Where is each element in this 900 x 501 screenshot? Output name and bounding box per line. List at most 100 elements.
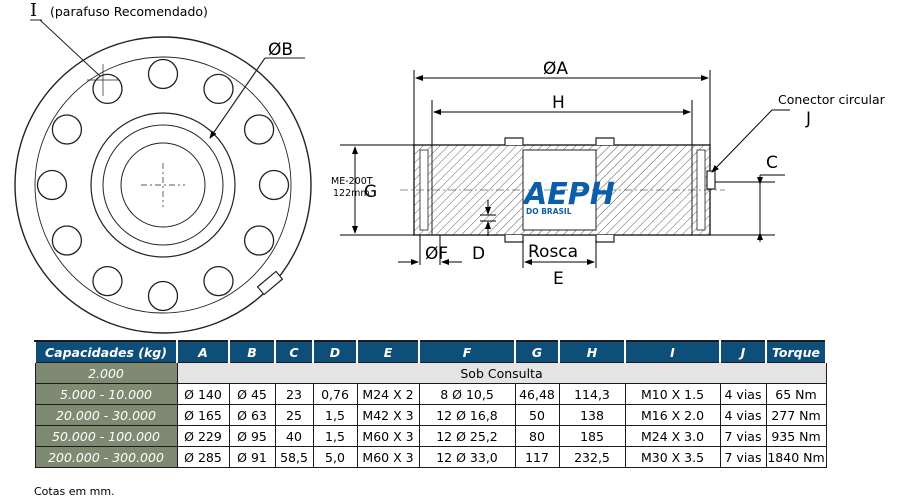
table-cell: 232,5 [558, 446, 626, 468]
bolt-hole [36, 169, 68, 201]
bolt-hole [243, 114, 275, 145]
bolt-hole [51, 225, 83, 256]
table-cell: 12 Ø 16,8 [418, 404, 516, 426]
table-row: 2.000 Sob Consulta [34, 362, 827, 384]
bolt-hole [92, 265, 123, 297]
label-j: J [805, 109, 811, 129]
spec-table: Capacidades (kg) A B C D E F G H I J Tor… [34, 340, 827, 468]
technical-drawing: I (parafuso Recomendado) ØB AEPH DO BRAS… [14, 0, 886, 334]
leader-i [39, 19, 101, 77]
table-cell: M24 X 3.0 [624, 425, 721, 447]
aeph-logo: AEPH DO BRASIL [522, 177, 615, 216]
label-d: D [472, 244, 485, 264]
capacity-cell: 50.000 - 100.000 [34, 425, 178, 447]
svg-text:DO BRASIL: DO BRASIL [526, 207, 572, 216]
bolt-hole [147, 280, 179, 312]
capacity-cell: 5.000 - 10.000 [34, 383, 178, 405]
table-cell: 0,76 [312, 383, 358, 405]
table-cell: 1,5 [312, 404, 358, 426]
flange-inner-rim [34, 56, 292, 314]
capacity-cell: 20.000 - 30.000 [34, 404, 178, 426]
table-cell: 65 Nm [765, 383, 827, 405]
header-cell: Torque [765, 340, 827, 363]
connector-stub [256, 270, 284, 296]
header-cell: E [356, 340, 420, 363]
hub-outer-circle [90, 112, 236, 258]
capacity-cell: 200.000 - 300.000 [34, 446, 178, 468]
label-model: ME-200T [331, 176, 373, 187]
table-cell: 1,5 [312, 425, 358, 447]
consult-cell: Sob Consulta [176, 362, 827, 384]
table-cell: 7 vias [719, 446, 767, 468]
capacity-cell: 2.000 [34, 362, 178, 384]
table-row: 200.000 - 300.000 Ø 285 Ø 91 58,5 5,0 M6… [34, 446, 827, 468]
table-cell: Ø 63 [228, 404, 276, 426]
table-row: 20.000 - 30.000 Ø 165 Ø 63 25 1,5 M42 X … [34, 404, 827, 426]
header-cell: G [514, 340, 560, 363]
bolt-hole [92, 73, 123, 105]
leader-b [209, 57, 266, 139]
table-cell: 114,3 [558, 383, 626, 405]
table-cell: 5,0 [312, 446, 358, 468]
header-cell: I [624, 340, 721, 363]
header-cell: B [228, 340, 276, 363]
table-cell: Ø 165 [176, 404, 230, 426]
hub-bore-circle [120, 142, 206, 228]
table-cell: M16 X 2.0 [624, 404, 721, 426]
label-rosca: Rosca [528, 242, 578, 262]
bolt-hole [51, 114, 83, 145]
table-cell: 117 [514, 446, 560, 468]
table-cell: M30 X 3.5 [624, 446, 721, 468]
table-cell: 80 [514, 425, 560, 447]
table-cell: 46,48 [514, 383, 560, 405]
table-cell: M10 X 1.5 [624, 383, 721, 405]
header-cell: J [719, 340, 767, 363]
bolt-hole [258, 169, 290, 201]
label-i-note: (parafuso Recomendado) [50, 4, 208, 19]
label-h: H [552, 93, 565, 113]
table-cell: 23 [274, 383, 314, 405]
label-conector: Conector circular [778, 92, 886, 107]
label-f: ØF [425, 244, 448, 264]
table-cell: 12 Ø 25,2 [418, 425, 516, 447]
table-cell: Ø 95 [228, 425, 276, 447]
table-cell: 8 Ø 10,5 [418, 383, 516, 405]
table-cell: 12 Ø 33,0 [418, 446, 516, 468]
table-cell: 1840 Nm [765, 446, 827, 468]
table-cell: 25 [274, 404, 314, 426]
table-cell: 50 [514, 404, 560, 426]
header-cell: Capacidades (kg) [34, 340, 178, 363]
header-cell: D [312, 340, 358, 363]
units-note: Cotas em mm. [34, 485, 115, 498]
table-cell: 138 [558, 404, 626, 426]
hub-middle-circle [102, 124, 224, 246]
table-cell: M42 X 3 [356, 404, 420, 426]
side-view [400, 137, 725, 243]
table-cell: Ø 140 [176, 383, 230, 405]
table-cell: 58,5 [274, 446, 314, 468]
svg-text:AEPH: AEPH [522, 177, 615, 212]
table-cell: 40 [274, 425, 314, 447]
header-cell: H [558, 340, 626, 363]
table-cell: 4 vias [719, 383, 767, 405]
label-g: G [364, 182, 377, 202]
table-cell: 185 [558, 425, 626, 447]
table-cell: 4 vias [719, 404, 767, 426]
bolt-holes [36, 58, 290, 312]
label-a: ØA [543, 59, 568, 79]
table-cell: M60 X 3 [356, 425, 420, 447]
table-cell: 7 vias [719, 425, 767, 447]
label-b: ØB [268, 40, 293, 60]
header-cell: F [418, 340, 516, 363]
table-cell: Ø 91 [228, 446, 276, 468]
header-cell: A [176, 340, 230, 363]
table-cell: Ø 285 [176, 446, 230, 468]
table-cell: Ø 45 [228, 383, 276, 405]
table-cell: 935 Nm [765, 425, 827, 447]
table-cell: Ø 229 [176, 425, 230, 447]
table-cell: M60 X 3 [356, 446, 420, 468]
table-row: 5.000 - 10.000 Ø 140 Ø 45 23 0,76 M24 X … [34, 383, 827, 405]
table-header-row: Capacidades (kg) A B C D E F G H I J Tor… [34, 340, 827, 363]
bolt-hole [243, 225, 275, 256]
table-cell: 277 Nm [765, 404, 827, 426]
